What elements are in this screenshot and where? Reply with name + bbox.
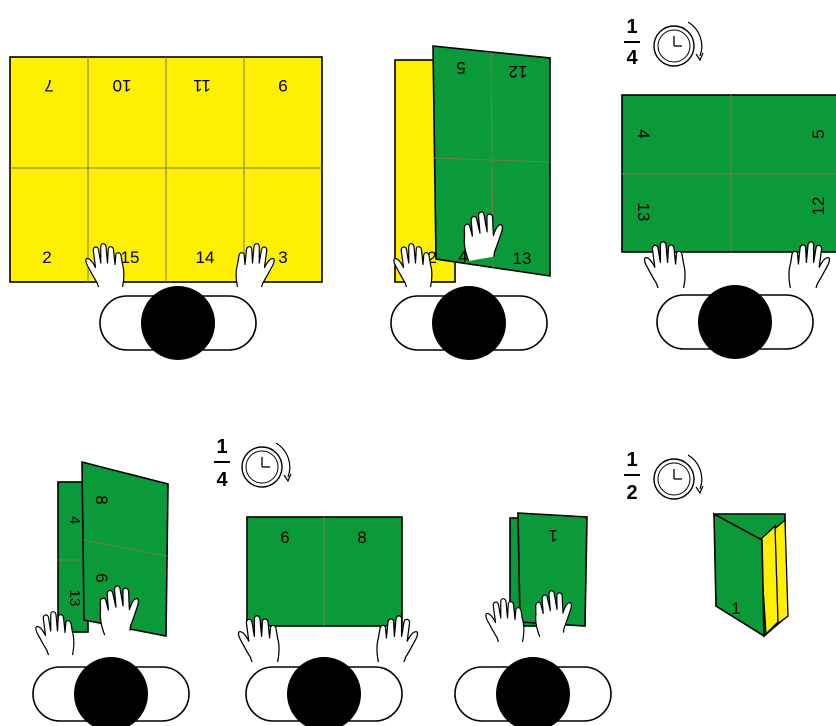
page-number: 6 [280,528,289,547]
clock-clockwise-icon [654,455,703,499]
page-number: 14 [196,248,215,267]
step-4-fold-again: 4 13 8 6 [33,462,189,726]
page-number: 1 [548,526,557,545]
step-5-rotated-half-sheet: 1 4 6 8 [214,436,418,726]
rotation-numerator: 1 [626,16,637,38]
page-number: 8 [357,528,366,547]
step-6-fold-into-booklet: 1 [455,513,611,726]
page-number: 3 [278,248,287,267]
step-3-rotated-sheet: 1 4 4 5 13 12 [622,16,836,359]
page-number: 1 [731,599,740,618]
page-number: 4 [634,129,653,138]
person-icon [391,286,547,360]
page-number: 8 [92,495,111,504]
page-number: 13 [634,203,653,222]
page-number: 5 [456,58,465,77]
step-2-fold-right-half-over: 2 5 12 4 13 [391,46,550,360]
page-number: 10 [113,76,132,95]
rotation-numerator: 1 [626,449,637,471]
rotation-indicator: 1 4 [624,16,703,69]
step-7-finished-booklet: 1 2 1 [624,449,788,636]
page-number: 13 [513,249,532,268]
page-number: 12 [509,62,528,81]
page-number: 9 [278,76,287,95]
page-number: 2 [42,248,51,267]
clock-clockwise-icon [654,22,703,66]
person-icon [657,285,813,359]
person-icon [455,657,611,726]
rotation-denominator: 4 [216,469,228,491]
step-1-unfolded-sheet: 7 10 11 9 2 15 14 3 [10,57,322,360]
rotation-denominator: 4 [626,47,638,69]
page-number: 5 [809,129,828,138]
person-icon [100,286,256,360]
page-number: 12 [809,197,828,216]
clock-clockwise-icon [242,443,291,487]
page-number: 7 [44,76,53,95]
rotation-numerator: 1 [216,436,227,458]
page-number: 13 [66,590,83,607]
person-icon [246,657,402,726]
page-number: 4 [66,516,83,524]
page-number: 15 [121,248,140,267]
page-number: 11 [193,76,211,95]
rotation-indicator: 1 4 [214,436,291,491]
rotation-denominator: 2 [626,482,637,504]
rotation-indicator: 1 2 [624,449,703,504]
page-number: 6 [92,573,111,582]
person-icon [33,657,189,726]
